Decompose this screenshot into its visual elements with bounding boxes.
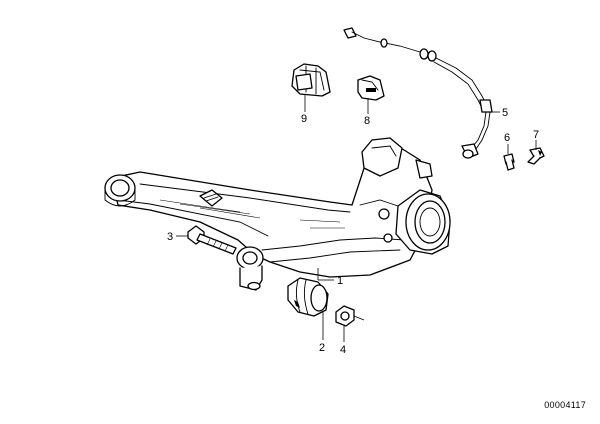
front-pivot-bushing bbox=[104, 174, 136, 207]
clamp-part-9 bbox=[291, 63, 331, 97]
nut-part-4 bbox=[335, 305, 365, 327]
callout-9: 9 bbox=[301, 113, 307, 125]
callout-7: 7 bbox=[533, 129, 539, 141]
rubber-mount-part-2 bbox=[287, 277, 329, 317]
trailing-arm bbox=[111, 137, 433, 278]
reference-number: 00004117 bbox=[544, 400, 586, 410]
callout-leaders bbox=[176, 94, 537, 342]
callout-6: 6 bbox=[504, 132, 510, 144]
callout-1: 1 bbox=[337, 275, 343, 287]
callout-8: 8 bbox=[364, 115, 370, 127]
wheel-hub-housing bbox=[359, 189, 451, 255]
bolt-part-3 bbox=[187, 225, 237, 255]
bolt-part-6 bbox=[503, 153, 515, 171]
callout-5: 5 bbox=[502, 107, 508, 119]
rear-pivot-bushing bbox=[236, 246, 264, 291]
callout-3: 3 bbox=[167, 231, 173, 243]
callout-labels: 1 2 3 4 5 6 7 8 9 bbox=[167, 107, 539, 356]
clip-part-8 bbox=[357, 75, 385, 101]
callout-4: 4 bbox=[340, 344, 346, 356]
screw-part-7 bbox=[527, 147, 545, 165]
callout-2: 2 bbox=[319, 342, 325, 354]
sensor-cable-part-5 bbox=[343, 27, 493, 159]
